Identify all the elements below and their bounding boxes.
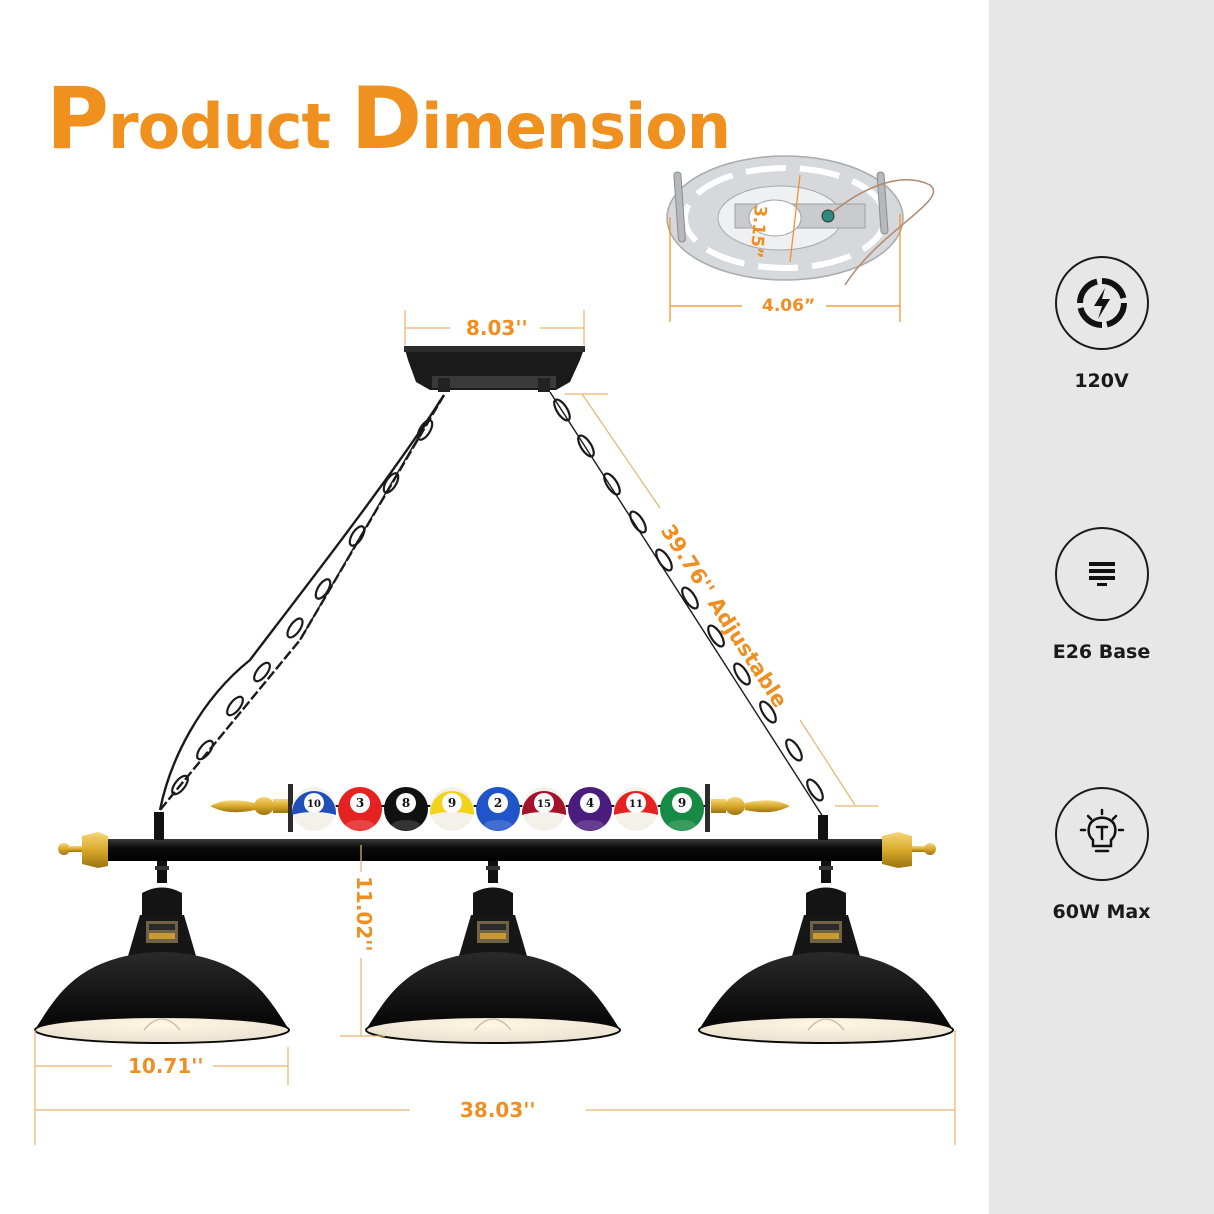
hanging-chains <box>158 391 826 821</box>
spec-label: E26 Base <box>1052 641 1151 663</box>
spec-panel: 120V E26 Base <box>989 0 1214 1214</box>
chain-dimension-line <box>565 393 878 807</box>
ball-number: 15 <box>537 799 551 810</box>
ball-number: 2 <box>494 796 502 810</box>
billiard-ball: 8 <box>384 787 428 831</box>
ball-number: 11 <box>629 799 643 810</box>
billiard-ball: 15 <box>522 787 566 831</box>
billiard-ball: 11 <box>614 787 658 831</box>
billiard-ball: 10 <box>292 787 336 831</box>
title-word-product: roduct <box>108 90 351 163</box>
title-initial-p: P <box>46 69 109 169</box>
overall-length-label: 38.03'' <box>460 1098 536 1122</box>
bottom-dimension-lines <box>34 1030 956 1145</box>
billiard-ball: 2 <box>476 787 520 831</box>
ball-number: 10 <box>307 799 321 810</box>
spec-voltage: 120V <box>989 256 1214 392</box>
mounting-plate <box>666 155 935 322</box>
spec-label: 120V <box>1074 370 1129 392</box>
spec-wattage: 60W Max <box>989 787 1214 923</box>
shade-drop-label: 11.02'' <box>352 876 376 952</box>
ball-number: 8 <box>402 796 410 810</box>
product-drawing: 10 3 8 9 2 15 4 11 9 <box>34 155 956 1145</box>
shade-drop-dimension-line <box>340 845 385 1037</box>
shade-diameter-label: 10.71'' <box>128 1054 204 1078</box>
billiard-ball: 9 <box>660 787 704 831</box>
spec-label: 60W Max <box>1052 901 1151 923</box>
billiard-ball: 3 <box>338 787 382 831</box>
mount-plate-width-label: 4.06” <box>762 296 816 316</box>
title-word-dimension: imension <box>421 90 731 163</box>
ball-number: 9 <box>678 796 686 810</box>
ball-number: 3 <box>356 796 364 810</box>
billiard-ball: 9 <box>430 787 474 831</box>
lamp-shades <box>34 861 954 1044</box>
bulb-wattage-icon <box>1054 787 1149 881</box>
ball-number: 9 <box>448 796 456 810</box>
billiard-balls: 10 3 8 9 2 15 4 11 9 <box>292 787 704 831</box>
lamp-shade-right <box>698 861 954 1044</box>
canopy-width-label: 8.03'' <box>466 316 528 340</box>
title-initial-d: D <box>350 69 422 169</box>
lamp-shade-center <box>365 861 621 1044</box>
voltage-bolt-icon <box>1054 256 1149 350</box>
bulb-base-icon <box>1054 527 1149 621</box>
ball-number: 4 <box>586 796 594 810</box>
spec-base: E26 Base <box>989 527 1214 663</box>
lamp-shade-left <box>34 861 290 1044</box>
ceiling-canopy <box>404 310 585 392</box>
billiard-ball: 4 <box>568 787 612 831</box>
main-bar <box>58 812 936 868</box>
page-title: Product Dimension <box>46 76 731 163</box>
